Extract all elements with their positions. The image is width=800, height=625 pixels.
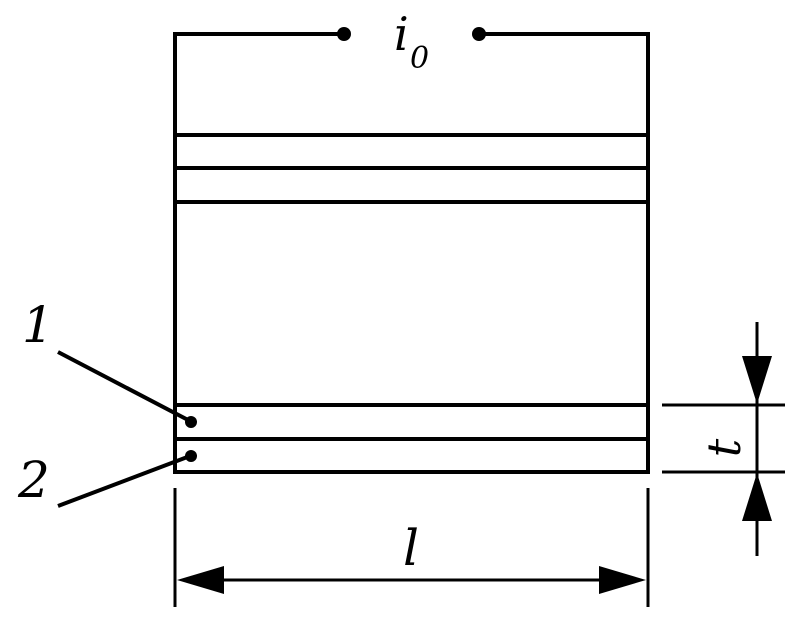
thickness-label: t [697,438,751,457]
layer-2-label: 2 [17,451,50,509]
length-label: l [403,519,419,577]
current-subscript-label: 0 [410,41,429,76]
length-arrow-left [177,566,224,594]
layer-1-dot [185,416,197,428]
leader-line-2 [57,454,191,508]
right-terminal-dot [472,27,486,41]
thickness-arrow-bottom [742,473,772,521]
length-arrow-right [599,566,646,594]
leader-line-1 [57,350,191,423]
current-label: i [394,7,409,61]
layer-1-label: 1 [22,296,54,354]
thickness-arrow-top [742,356,772,404]
layer-2-dot [185,450,197,462]
left-terminal-dot [337,27,351,41]
